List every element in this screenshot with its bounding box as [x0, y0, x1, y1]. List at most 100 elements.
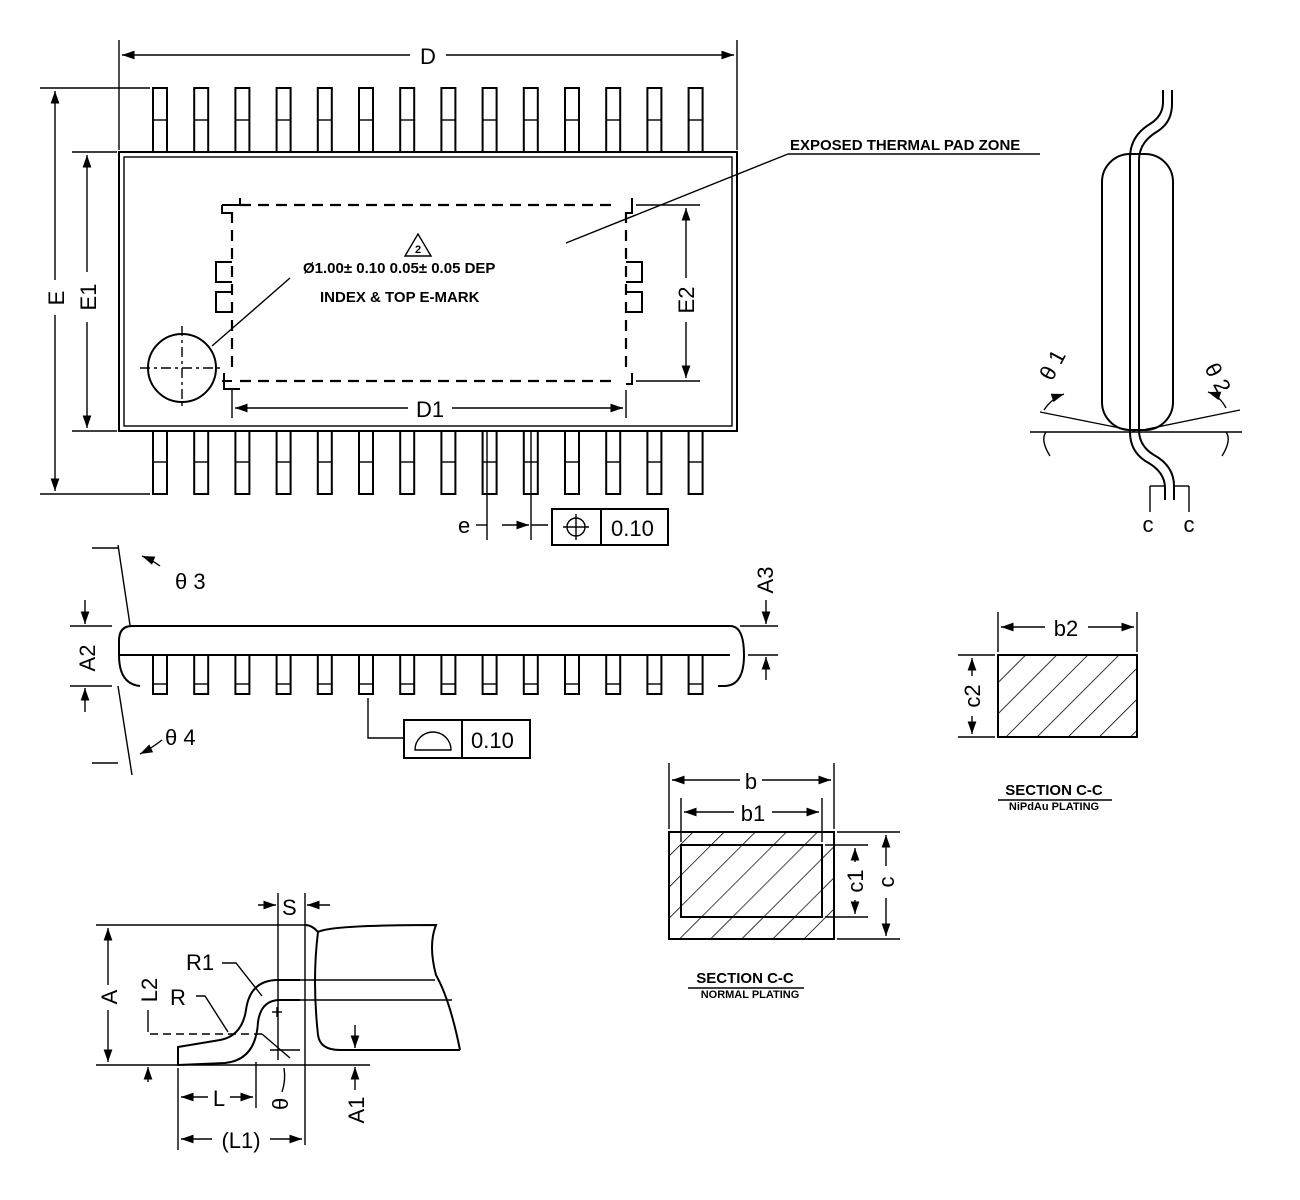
dim-E1-label: E1 [76, 284, 101, 311]
dim-E2: E2 [636, 204, 700, 382]
dim-c2-label: c2 [960, 684, 985, 707]
dim-L-label: L [213, 1086, 225, 1111]
side-lead [193, 654, 210, 695]
dim-S-label: S [282, 895, 297, 920]
side-lead [399, 654, 416, 695]
section-normal-title: SECTION C-C [696, 970, 794, 987]
top-lead [564, 87, 580, 153]
top-lead [481, 87, 498, 153]
theta1-label: θ 1 [1034, 346, 1070, 385]
c-left-label: c [1143, 512, 1154, 537]
dim-c-label: c [874, 877, 899, 888]
lead-detail: S R1 R A L2 L (L1) A1 θ [96, 893, 461, 1153]
dim-A1-label: A1 [344, 1097, 369, 1124]
side-lead [275, 654, 292, 695]
dim-c1-label: c1 [843, 869, 868, 892]
position-tolerance-value: 0.10 [611, 516, 654, 541]
side-lead [358, 654, 374, 695]
section-nipdau-subtitle: NiPdAu PLATING [1009, 801, 1099, 813]
side-lead [646, 654, 663, 695]
profile-tolerance-value: 0.10 [471, 728, 514, 753]
dim-L2-label: L2 [137, 978, 162, 1002]
theta3-label: θ 3 [175, 569, 206, 594]
note-triangle: 2 [403, 232, 433, 257]
bottom-lead [646, 430, 663, 495]
side-lead [522, 654, 539, 695]
index-label: INDEX & TOP E-MARK [320, 289, 480, 306]
bottom-lead [275, 430, 292, 495]
dim-E: E [40, 87, 150, 495]
side-lead [440, 654, 457, 695]
side-lead [152, 654, 168, 695]
top-leads [152, 87, 704, 153]
dim-D1-label: D1 [416, 397, 444, 422]
bottom-leads [152, 430, 704, 495]
dim-E1: E1 [72, 151, 117, 432]
theta-label: θ [268, 1098, 293, 1110]
dim-D-label: D [420, 44, 436, 69]
top-lead [152, 87, 168, 153]
callout-thermal-pad: EXPOSED THERMAL PAD ZONE [565, 137, 1040, 244]
dim-R1-label: R1 [186, 950, 214, 975]
section-normal: b b1 c1 c SECTION C-C NORMAL PLATING [668, 763, 900, 1001]
section-nipdau: b2 c2 SECTION C-C NiPdAu PLATING [958, 612, 1138, 813]
dim-b-label: b [745, 769, 757, 794]
exposed-pad-outline [215, 198, 643, 390]
top-lead [316, 87, 333, 153]
bottom-lead [399, 430, 416, 495]
section-normal-subtitle: NORMAL PLATING [701, 989, 800, 1001]
c-right-label: c [1184, 512, 1195, 537]
dim-b2-label: b2 [1054, 616, 1078, 641]
dim-E-label: E [44, 291, 69, 306]
side-leads [152, 654, 704, 695]
dim-b1-label: b1 [741, 801, 765, 826]
theta4-label: θ 4 [165, 725, 196, 750]
dim-D: D [118, 40, 738, 150]
bottom-lead [564, 430, 580, 495]
bottom-lead [316, 430, 333, 495]
dim-A3-label: A3 [753, 567, 778, 594]
bottom-lead [193, 430, 210, 495]
package-body [118, 151, 738, 432]
top-lead [646, 87, 663, 153]
side-lead [234, 654, 251, 695]
top-view: D E E1 E2 [40, 40, 1040, 546]
dim-A-label: A [97, 989, 122, 1004]
top-lead [193, 87, 210, 153]
side-lead [316, 654, 333, 695]
bottom-lead [152, 430, 168, 495]
bottom-lead [234, 430, 251, 495]
top-lead [234, 87, 251, 153]
bottom-lead [481, 430, 498, 495]
top-lead [358, 87, 374, 153]
side-lead [605, 654, 622, 695]
callout-thermal-pad-label: EXPOSED THERMAL PAD ZONE [790, 137, 1020, 154]
dim-e-label: e [458, 513, 470, 538]
bottom-lead [358, 430, 374, 495]
side-lead [687, 654, 704, 695]
index-mark [140, 277, 291, 410]
top-lead [275, 87, 292, 153]
dim-L1-label: (L1) [221, 1128, 260, 1153]
dim-A2-label: A2 [75, 645, 100, 672]
dim-D1: D1 [231, 390, 627, 422]
side-lead [481, 654, 498, 695]
side-view: θ 3 θ 4 A2 A3 0.10 [70, 544, 778, 776]
top-lead [399, 87, 416, 153]
bottom-lead [440, 430, 457, 495]
index-dim-label: Ø1.00± 0.10 0.05± 0.05 DEP [303, 260, 495, 277]
end-view: θ 1 θ 2 c c [1030, 90, 1242, 537]
top-lead [440, 87, 457, 153]
section-nipdau-title: SECTION C-C [1005, 782, 1103, 799]
top-lead [687, 87, 704, 153]
end-view-body [1101, 153, 1174, 431]
bottom-lead [605, 430, 622, 495]
note-triangle-number: 2 [415, 244, 421, 256]
package-body-inner-edge [123, 156, 733, 427]
dim-E2-label: E2 [674, 287, 699, 314]
top-lead [605, 87, 622, 153]
theta2-label: θ 2 [1200, 359, 1236, 398]
dim-R-label: R [170, 985, 186, 1010]
side-lead [564, 654, 580, 695]
